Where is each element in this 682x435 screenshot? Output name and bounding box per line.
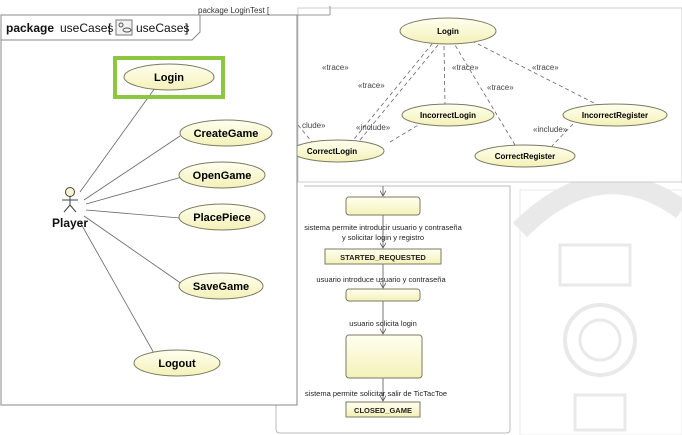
trace-label: «trace» bbox=[532, 63, 559, 72]
note-text: sistema permite solicitar salir de TicTa… bbox=[305, 389, 447, 398]
trace-line bbox=[443, 44, 446, 107]
usecase-diagram-icon bbox=[115, 19, 133, 36]
include-label: «include» bbox=[533, 125, 568, 134]
associations bbox=[79, 87, 183, 356]
state-started-requested bbox=[324, 248, 442, 265]
usecase-login-trace: Login bbox=[399, 17, 497, 45]
usecase-label: IncorrectRegister bbox=[582, 111, 648, 120]
usecase-logout[interactable]: Logout bbox=[133, 349, 221, 377]
usecase-correct-login: CorrectLogin bbox=[291, 139, 385, 163]
usecase-label: Login bbox=[154, 72, 184, 84]
state-frame bbox=[275, 185, 511, 434]
usecase-label: CorrectRegister bbox=[495, 152, 555, 161]
include-label: «include» bbox=[356, 123, 391, 132]
state-diagram: sistema permite introducir usuario y con… bbox=[275, 185, 511, 434]
note-text: usuario solicita login bbox=[349, 319, 417, 328]
actor-player bbox=[62, 187, 78, 213]
state-box bbox=[345, 196, 421, 216]
include-label-cut: clude» bbox=[302, 121, 326, 130]
usecase-create-game[interactable]: CreateGame bbox=[179, 119, 273, 147]
frame-name: useCases bbox=[60, 21, 113, 35]
include-line bbox=[551, 123, 574, 147]
state-closed-game bbox=[345, 401, 421, 418]
watermark-seal bbox=[512, 174, 682, 435]
state-box bbox=[345, 288, 421, 302]
usecase-label: CorrectLogin bbox=[307, 147, 357, 156]
usecase-incorrect-login: IncorrectLogin bbox=[401, 103, 495, 127]
trace-line bbox=[454, 44, 516, 146]
actor-label: Player bbox=[52, 216, 88, 230]
frame-bracket-close: ] bbox=[185, 21, 188, 35]
usecase-label: Logout bbox=[158, 358, 196, 370]
trace-label: «trace» bbox=[487, 83, 514, 92]
trace-label: «trace» bbox=[452, 63, 479, 72]
note-text: usuario introduce usuario y contraseña bbox=[316, 275, 446, 284]
frame-diagram-name: useCases bbox=[136, 21, 189, 35]
frame-keyword: package bbox=[6, 21, 54, 35]
state-box bbox=[345, 334, 423, 379]
trace-diagram: package LoginTest [ «trace» «trace» «tra… bbox=[193, 6, 682, 183]
trace-line bbox=[349, 43, 433, 145]
usecase-login[interactable]: Login bbox=[123, 63, 215, 91]
usecase-label: SaveGame bbox=[193, 281, 249, 293]
usecase-label: CreateGame bbox=[194, 128, 259, 140]
usecase-label: PlacePiece bbox=[193, 212, 251, 224]
main-frame-tab bbox=[1, 15, 201, 41]
frame-bracket-open: [ bbox=[108, 21, 112, 35]
trace-line bbox=[469, 39, 601, 107]
state-label: STARTED_REQUESTED bbox=[340, 253, 426, 262]
usecase-incorrect-register: IncorrectRegister bbox=[562, 103, 668, 127]
include-line bbox=[297, 124, 313, 143]
main-usecase-diagram: package useCases [ useCases ] Player bbox=[0, 14, 298, 406]
usecase-correct-register: CorrectRegister bbox=[474, 144, 576, 168]
usecase-label: Login bbox=[437, 27, 459, 36]
usecase-label: IncorrectLogin bbox=[420, 111, 476, 120]
trace-relations bbox=[297, 39, 601, 147]
note-text: y solicitar login y registro bbox=[342, 233, 424, 242]
trace-frame-label: package LoginTest [ bbox=[198, 6, 270, 15]
note-text: sistema permite introducir usuario y con… bbox=[304, 223, 462, 232]
trace-label: «trace» bbox=[358, 81, 385, 90]
usecase-save-game[interactable]: SaveGame bbox=[178, 272, 264, 300]
include-line bbox=[389, 123, 421, 143]
usecase-label: OpenGame bbox=[193, 170, 252, 182]
login-highlight bbox=[113, 56, 225, 99]
trace-label: «trace» bbox=[322, 63, 349, 72]
usecase-open-game[interactable]: OpenGame bbox=[178, 161, 266, 189]
state-label: CLOSED_GAME bbox=[354, 406, 412, 415]
usecase-place-piece[interactable]: PlacePiece bbox=[178, 203, 266, 231]
